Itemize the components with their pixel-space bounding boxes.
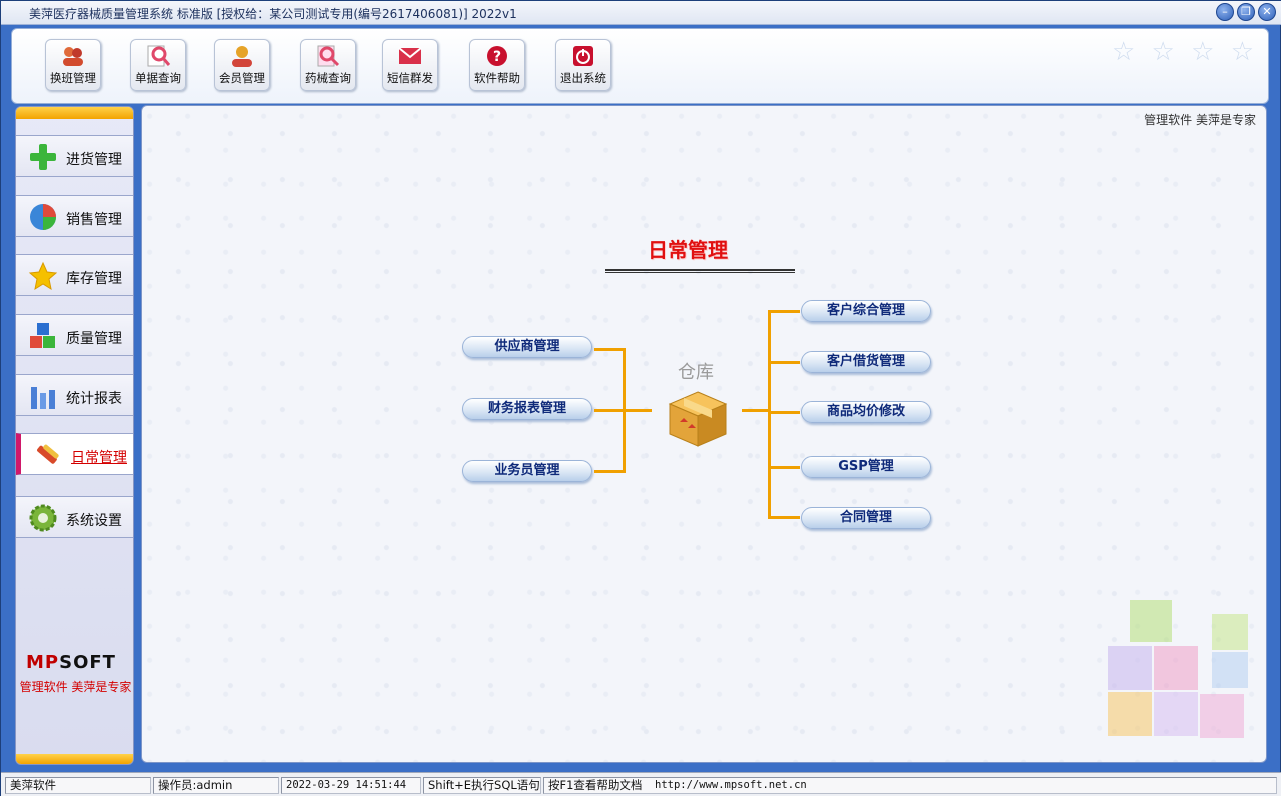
title-divider xyxy=(605,269,795,273)
window-controls: – ❐ ✕ xyxy=(1216,3,1276,21)
search-icon xyxy=(315,44,341,68)
logo-brand-black: SOFT xyxy=(59,652,116,673)
toolbar-button-sms[interactable]: 短信群发 xyxy=(382,39,438,91)
finance-report-button[interactable]: 财务报表管理 xyxy=(462,398,592,420)
salesperson-management-button[interactable]: 业务员管理 xyxy=(462,460,592,482)
star-icon xyxy=(28,261,58,291)
sidebar-item-quality[interactable]: 质量管理 xyxy=(16,314,133,356)
status-url-link[interactable]: http://www.mpsoft.net.cn xyxy=(651,777,1277,794)
main-toolbar: ☆ ☆ ☆ ☆ 换班管理 单据查询 会员管理 药械查询 xyxy=(11,28,1269,104)
sidebar-item-label: 日常管理 xyxy=(71,450,127,466)
toolbar-button-shift[interactable]: 换班管理 xyxy=(45,39,101,91)
page-title: 日常管理 xyxy=(648,238,728,262)
toolbar-label: 会员管理 xyxy=(219,71,265,85)
hub-label: 仓库 xyxy=(678,362,714,383)
right-bracket-connector xyxy=(768,310,800,519)
minimize-icon[interactable]: – xyxy=(1216,3,1234,21)
customer-loan-button[interactable]: 客户借货管理 xyxy=(801,351,931,373)
right-hub-connector xyxy=(742,409,770,412)
tools-icon xyxy=(33,440,63,470)
toolbar-button-device-query[interactable]: 药械查询 xyxy=(300,39,356,91)
sidebar-item-label: 统计报表 xyxy=(66,391,122,407)
sidebar: 进货管理 销售管理 库存管理 质量管理 统计报表 xyxy=(15,106,134,765)
sidebar-top-bar xyxy=(16,107,133,119)
sidebar-item-settings[interactable]: 系统设置 xyxy=(16,496,133,538)
warehouse-box-icon[interactable] xyxy=(666,388,730,450)
toolbar-label: 换班管理 xyxy=(50,71,96,85)
sidebar-item-label: 销售管理 xyxy=(66,212,122,228)
restore-icon[interactable]: ❐ xyxy=(1237,3,1255,21)
sidebar-item-daily[interactable]: 日常管理 xyxy=(16,433,133,475)
gsp-management-button[interactable]: GSP管理 xyxy=(801,456,931,478)
mpsoft-logo: MPSOFT xyxy=(26,652,116,673)
sidebar-item-label: 系统设置 xyxy=(66,513,122,529)
status-bar: 美萍软件 操作员:admin 2022-03-29 14:51:44 Shift… xyxy=(1,772,1281,796)
pie-chart-icon xyxy=(28,202,58,232)
toolbar-label: 单据查询 xyxy=(135,71,181,85)
right-connector-3 xyxy=(768,411,800,414)
toolbar-label: 短信群发 xyxy=(387,71,433,85)
sidebar-item-label: 进货管理 xyxy=(66,152,122,168)
logo-brand-red: MP xyxy=(26,652,60,673)
sidebar-bottom-bar xyxy=(16,754,133,764)
magnifier-icon xyxy=(145,44,171,68)
supplier-management-button[interactable]: 供应商管理 xyxy=(462,336,592,358)
customer-management-button[interactable]: 客户综合管理 xyxy=(801,300,931,322)
status-datetime: 2022-03-29 14:51:44 xyxy=(281,777,421,794)
envelope-icon xyxy=(397,44,423,68)
close-icon[interactable]: ✕ xyxy=(1258,3,1276,21)
toolbar-button-bill-query[interactable]: 单据查询 xyxy=(130,39,186,91)
help-icon: ? xyxy=(484,44,510,68)
cubes-icon xyxy=(28,321,58,351)
status-help-hint: 按F1查看帮助文档 xyxy=(543,777,651,794)
power-icon xyxy=(570,44,596,68)
decorative-cubes xyxy=(1102,598,1252,748)
sidebar-item-inventory[interactable]: 库存管理 xyxy=(16,254,133,296)
toolbar-button-exit[interactable]: 退出系统 xyxy=(555,39,611,91)
average-price-button[interactable]: 商品均价修改 xyxy=(801,401,931,423)
users-icon xyxy=(60,44,86,68)
contract-management-button[interactable]: 合同管理 xyxy=(801,507,931,529)
sidebar-item-purchase[interactable]: 进货管理 xyxy=(16,135,133,177)
corner-slogan: 管理软件 美萍是专家 xyxy=(1144,113,1256,127)
status-sql-hint: Shift+E执行SQL语句 xyxy=(423,777,541,794)
right-connector-4 xyxy=(768,466,800,469)
status-app-name: 美萍软件 xyxy=(5,777,151,794)
toolbar-label: 软件帮助 xyxy=(474,71,520,85)
sidebar-slogan: 管理软件 美萍是专家 xyxy=(19,680,132,694)
toolbar-button-help[interactable]: ? 软件帮助 xyxy=(469,39,525,91)
left-middle-connector xyxy=(594,409,626,412)
toolbar-button-members[interactable]: 会员管理 xyxy=(214,39,270,91)
window-title: 美萍医疗器械质量管理系统 标准版 [授权给：某公司测试专用(编号26174060… xyxy=(29,7,517,21)
gear-icon xyxy=(28,503,58,533)
sidebar-item-label: 库存管理 xyxy=(66,271,122,287)
sidebar-item-label: 质量管理 xyxy=(66,331,122,347)
bar-chart-icon xyxy=(28,381,58,411)
title-bar: 美萍医疗器械质量管理系统 标准版 [授权给：某公司测试专用(编号26174060… xyxy=(1,1,1281,25)
plus-icon xyxy=(28,142,58,172)
sidebar-item-reports[interactable]: 统计报表 xyxy=(16,374,133,416)
toolbar-label: 退出系统 xyxy=(560,71,606,85)
left-hub-connector xyxy=(626,409,652,412)
stars-decoration: ☆ ☆ ☆ ☆ xyxy=(1111,37,1258,67)
member-icon xyxy=(229,44,255,68)
toolbar-label: 药械查询 xyxy=(305,71,351,85)
status-operator: 操作员:admin xyxy=(153,777,279,794)
main-panel: 管理软件 美萍是专家 日常管理 供应商管理 财务报表管理 业务员管理 仓库 xyxy=(141,105,1267,763)
right-connector-2 xyxy=(768,361,800,364)
sidebar-item-sales[interactable]: 销售管理 xyxy=(16,195,133,237)
svg-text:?: ? xyxy=(493,49,501,65)
